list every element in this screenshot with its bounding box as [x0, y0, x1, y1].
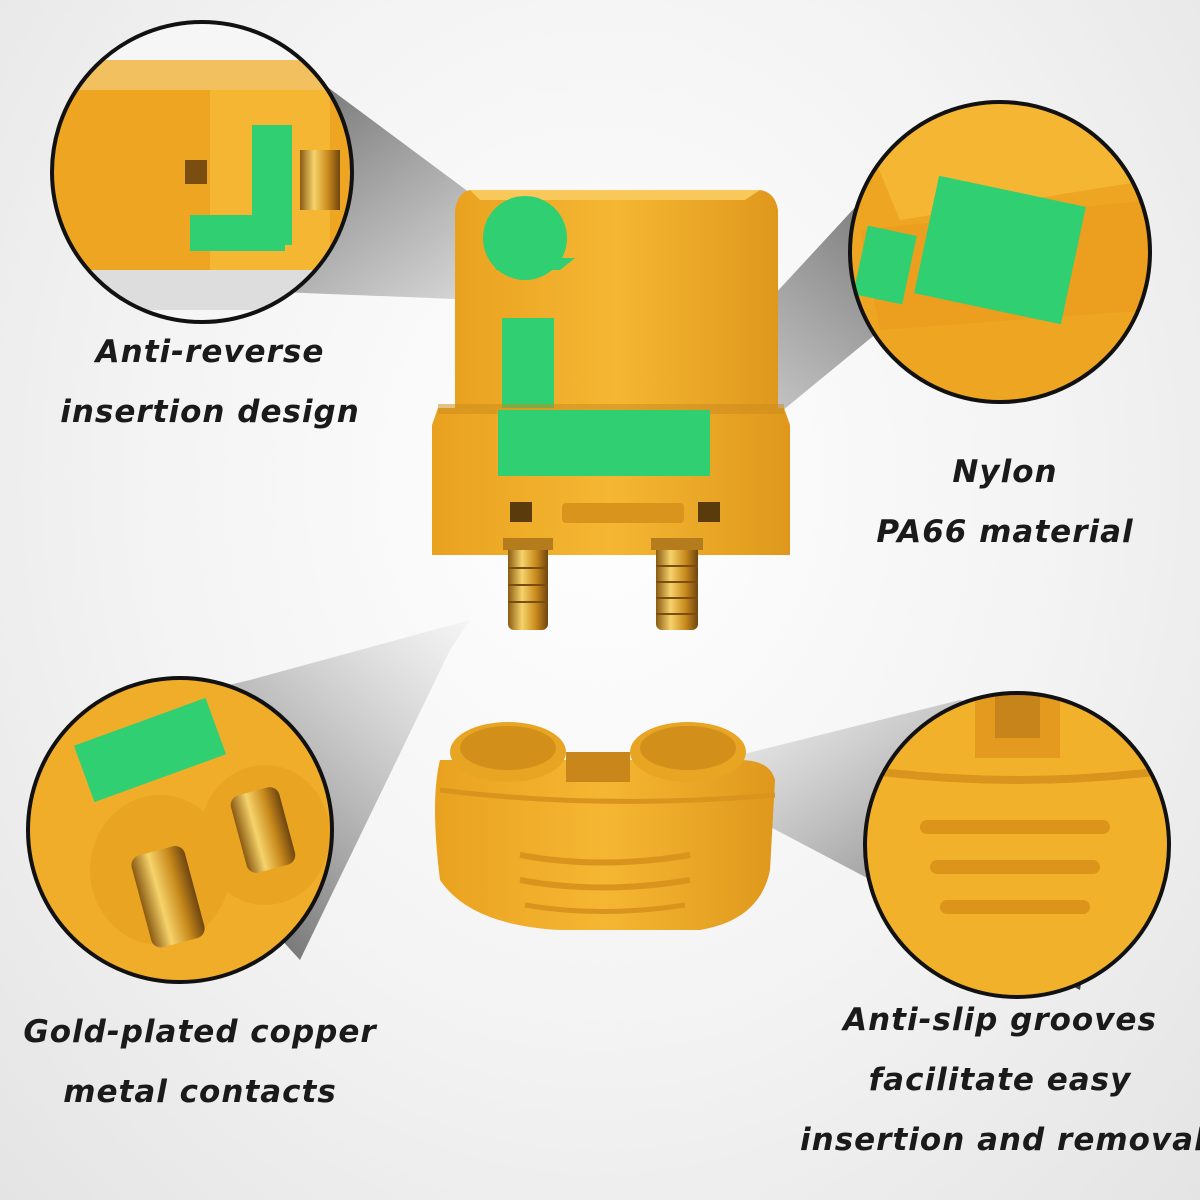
green-insulator-bar [502, 318, 554, 408]
caption-line: insertion design [60, 394, 360, 430]
zoom-circle-nylon [848, 100, 1152, 404]
caption-gold-contacts: Gold-plated copper metal contacts [10, 1002, 390, 1122]
caption-line: Gold-plated copper [23, 1014, 377, 1050]
green-insulator-band [498, 410, 710, 476]
caption-line: facilitate easy [868, 1062, 1132, 1098]
caption-line: PA66 material [876, 514, 1134, 550]
caption-grooves: Anti-slip grooves facilitate easy insert… [800, 990, 1200, 1170]
caption-nylon: Nylon PA66 material [860, 442, 1150, 562]
zoom-circle-grooves [863, 691, 1171, 999]
connector-cap [435, 722, 776, 930]
gold-pin-left [503, 538, 553, 630]
connector-plug [432, 190, 790, 630]
caption-line: Anti-reverse [95, 334, 325, 370]
zoom-circle-gold-contacts [26, 676, 334, 984]
caption-anti-reverse: Anti-reverse insertion design [40, 322, 380, 442]
caption-line: metal contacts [63, 1074, 337, 1110]
gold-pin-right [651, 538, 703, 630]
green-label-icon [914, 175, 1086, 325]
caption-line: Nylon [952, 454, 1058, 490]
caption-line: Anti-slip grooves [843, 1002, 1157, 1038]
caption-line: insertion and removal [800, 1122, 1200, 1158]
zoom-circle-anti-reverse [50, 20, 354, 324]
